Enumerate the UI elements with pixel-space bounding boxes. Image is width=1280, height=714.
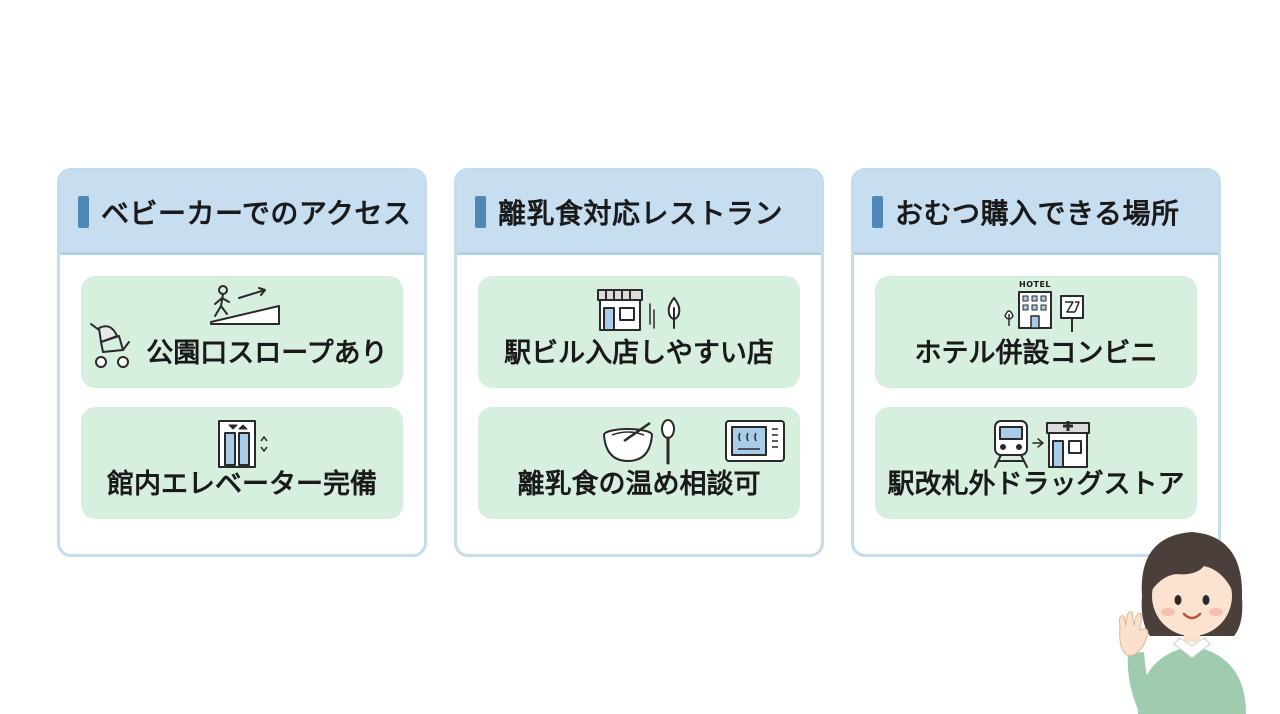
convenience-store-icon bbox=[1059, 294, 1085, 334]
header-accent-bar bbox=[475, 195, 486, 228]
card-title: おむつ購入できる場所 bbox=[895, 196, 1180, 230]
feature-item-drugstore: 駅改札外ドラッグストア bbox=[875, 407, 1197, 519]
drugstore-icon bbox=[1045, 419, 1091, 469]
item-label: 離乳食の温め相談可 bbox=[517, 469, 761, 500]
card-header: おむつ購入できる場所 bbox=[854, 171, 1218, 255]
card-header: 離乳食対応レストラン bbox=[457, 171, 821, 255]
feature-item-park-slope: 公園口スロープあり bbox=[81, 276, 403, 388]
waving-woman-illustration bbox=[1104, 514, 1280, 714]
card-stroller-access: ベビーカーでのアクセス 公園口スロープあり bbox=[57, 168, 427, 557]
ramp-walker-icon bbox=[209, 284, 281, 328]
item-label: 駅ビル入店しやすい店 bbox=[504, 338, 774, 369]
food-bowl-icon bbox=[602, 417, 684, 467]
hotel-sign: HOTEL bbox=[1019, 280, 1052, 289]
stroller-icon bbox=[87, 320, 133, 370]
feature-item-food-warming: 離乳食の温め相談可 bbox=[478, 407, 800, 519]
header-accent-bar bbox=[78, 195, 89, 228]
feature-item-hotel-convenience: HOTEL ホテル併設コンビニ bbox=[875, 276, 1197, 388]
card-title: ベビーカーでのアクセス bbox=[101, 196, 412, 230]
card-baby-food-restaurant: 離乳食対応レストラン 駅ビル入店しやすい店 bbox=[454, 168, 824, 557]
microwave-icon bbox=[724, 419, 786, 465]
feature-item-elevator: 館内エレベーター完備 bbox=[81, 407, 403, 519]
hotel-icon: HOTEL bbox=[1001, 280, 1059, 334]
card-diaper-shopping: おむつ購入できる場所 HOTEL ホテル併設コンビニ bbox=[851, 168, 1221, 557]
tree-icon bbox=[648, 294, 688, 332]
card-title: 離乳食対応レストラン bbox=[498, 196, 784, 230]
shop-icon bbox=[596, 286, 648, 332]
item-label: 公園口スロープあり bbox=[146, 338, 388, 369]
item-label: 館内エレベーター完備 bbox=[107, 469, 377, 500]
feature-item-station-shop: 駅ビル入店しやすい店 bbox=[478, 276, 800, 388]
header-accent-bar bbox=[872, 195, 883, 228]
item-label: ホテル併設コンビニ bbox=[914, 338, 1158, 369]
item-label: 駅改札外ドラッグストア bbox=[887, 469, 1185, 500]
card-header: ベビーカーでのアクセス bbox=[60, 171, 424, 255]
elevator-icon bbox=[217, 419, 271, 469]
train-icon bbox=[991, 419, 1045, 469]
